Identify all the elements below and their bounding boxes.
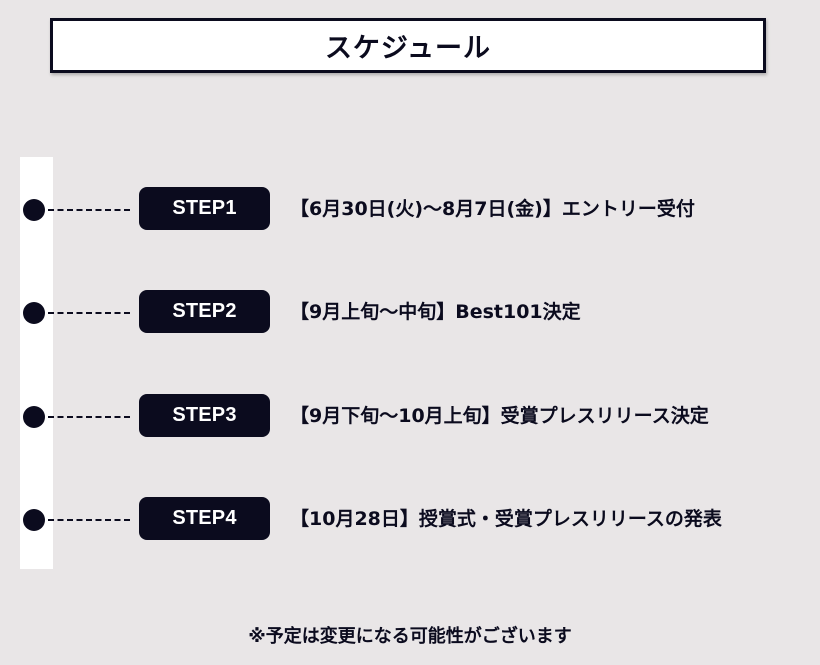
dashed-connector bbox=[48, 209, 130, 211]
step-badge: STEP3 bbox=[139, 394, 270, 437]
page-title: スケジュール bbox=[324, 33, 492, 64]
step-description: 【10月28日】授賞式・受賞プレスリリースの発表 bbox=[290, 508, 722, 530]
step-description: 【9月上旬〜中旬】Best101決定 bbox=[290, 301, 581, 323]
title-box: スケジュール bbox=[50, 18, 766, 73]
dashed-connector bbox=[48, 312, 130, 314]
step-description: 【6月30日(火)〜8月7日(金)】エントリー受付 bbox=[290, 198, 695, 220]
step-row-3: STEP3 【9月下旬〜10月上旬】受賞プレスリリース決定 bbox=[0, 394, 820, 438]
step-badge: STEP4 bbox=[139, 497, 270, 540]
timeline-dot bbox=[23, 406, 45, 428]
step-row-1: STEP1 【6月30日(火)〜8月7日(金)】エントリー受付 bbox=[0, 187, 820, 231]
dashed-connector bbox=[48, 416, 130, 418]
step-badge: STEP2 bbox=[139, 290, 270, 333]
dashed-connector bbox=[48, 519, 130, 521]
timeline-dot bbox=[23, 199, 45, 221]
step-badge: STEP1 bbox=[139, 187, 270, 230]
timeline-bar bbox=[20, 157, 53, 569]
step-row-4: STEP4 【10月28日】授賞式・受賞プレスリリースの発表 bbox=[0, 497, 820, 541]
step-description: 【9月下旬〜10月上旬】受賞プレスリリース決定 bbox=[290, 405, 709, 427]
timeline-dot bbox=[23, 302, 45, 324]
timeline-dot bbox=[23, 509, 45, 531]
disclaimer-note: ※予定は変更になる可能性がございます bbox=[248, 626, 572, 647]
step-row-2: STEP2 【9月上旬〜中旬】Best101決定 bbox=[0, 290, 820, 334]
